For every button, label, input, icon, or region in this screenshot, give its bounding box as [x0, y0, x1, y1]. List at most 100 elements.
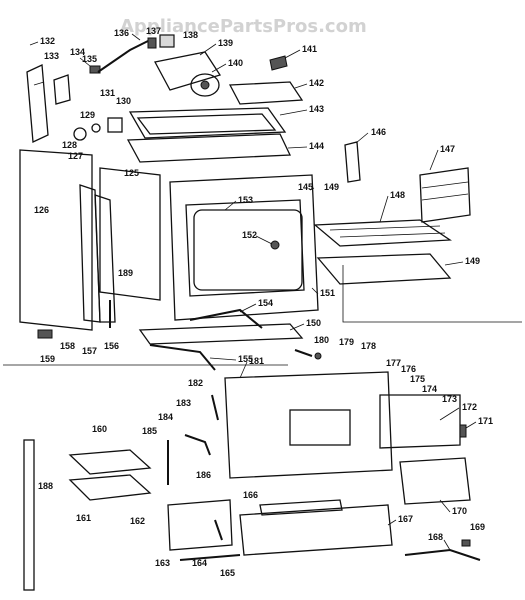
callout-184: 184 — [158, 412, 173, 422]
callout-149-pan: 149 — [465, 256, 480, 266]
slide-169 — [461, 539, 471, 547]
door-glass-175-172 — [379, 394, 461, 449]
callout-136: 136 — [114, 28, 129, 38]
callout-176: 176 — [401, 364, 416, 374]
leg-188 — [23, 439, 35, 591]
callout-131: 131 — [100, 88, 115, 98]
drawer-front-167 — [239, 504, 393, 556]
callout-144: 144 — [309, 141, 324, 151]
kick-plate-155 — [149, 344, 216, 371]
callout-133: 133 — [44, 51, 59, 61]
knob-179 — [314, 352, 322, 360]
hinge-180 — [294, 349, 313, 357]
callout-141: 141 — [302, 44, 317, 54]
callout-182: 182 — [188, 378, 203, 388]
callout-164: 164 — [192, 558, 207, 568]
window-170 — [399, 457, 471, 505]
callout-143: 143 — [309, 104, 324, 114]
callout-132: 132 — [40, 36, 55, 46]
callout-156: 156 — [104, 341, 119, 351]
leg-leveler-159 — [37, 329, 53, 339]
callout-186: 186 — [196, 470, 211, 480]
callout-150: 150 — [306, 318, 321, 328]
callout-163: 163 — [155, 558, 170, 568]
callout-140: 140 — [228, 58, 243, 68]
side-panel-126 — [19, 149, 93, 331]
bracket-134 — [53, 74, 71, 105]
callout-165: 165 — [220, 568, 235, 578]
callout-155: 155 — [238, 354, 253, 364]
thermostat-140 — [190, 73, 220, 97]
callout-157: 157 — [82, 346, 97, 356]
insulation-125 — [99, 167, 161, 301]
callout-127: 127 — [68, 151, 83, 161]
callout-126: 126 — [34, 205, 49, 215]
drip-pan-160 — [68, 449, 152, 475]
callout-148: 148 — [390, 190, 405, 200]
oven-door-181 — [224, 371, 393, 479]
callout-179: 179 — [339, 337, 354, 347]
broil-pan-149 — [316, 253, 452, 285]
callout-149-liner: 149 — [324, 182, 339, 192]
callout-134: 134 — [70, 47, 85, 57]
callout-160: 160 — [92, 424, 107, 434]
leader-lines — [29, 33, 477, 551]
callout-171: 171 — [478, 416, 493, 426]
callout-145: 145 — [298, 182, 313, 192]
bake-element-154 — [189, 308, 263, 329]
rail-168 — [404, 548, 481, 561]
callout-185: 185 — [142, 426, 157, 436]
rod-163 — [179, 554, 241, 561]
callout-172: 172 — [462, 402, 477, 412]
callout-167: 167 — [398, 514, 413, 524]
callout-135: 135 — [82, 54, 97, 64]
callout-174: 174 — [422, 384, 437, 394]
callout-129: 129 — [80, 110, 95, 120]
callout-138: 138 — [183, 30, 198, 40]
drawer-162 — [167, 499, 233, 551]
callout-173: 173 — [442, 394, 457, 404]
bracket-146 — [344, 141, 361, 183]
bracket-130 — [107, 117, 123, 133]
clip-141 — [269, 55, 288, 71]
fitting-128-129 — [73, 123, 101, 141]
callout-162: 162 — [130, 516, 145, 526]
trim-157-158 — [79, 184, 116, 323]
callout-128: 128 — [62, 140, 77, 150]
callout-146: 146 — [371, 127, 386, 137]
callout-169: 169 — [470, 522, 485, 532]
burner-152 — [270, 240, 280, 250]
callout-142: 142 — [309, 78, 324, 88]
pan-150 — [138, 323, 304, 345]
rack-supports-147 — [419, 167, 471, 223]
callout-147: 147 — [440, 144, 455, 154]
callout-153: 153 — [238, 195, 253, 205]
callout-170: 170 — [452, 506, 467, 516]
wire-harness-136 — [97, 39, 151, 73]
callout-152: 152 — [242, 230, 257, 240]
callout-183: 183 — [176, 398, 191, 408]
guide-166 — [259, 499, 343, 516]
cooktop-143 — [128, 107, 287, 139]
callout-137: 137 — [146, 26, 161, 36]
callout-177: 177 — [386, 358, 401, 368]
back-panel-133 — [26, 64, 49, 143]
callout-130: 130 — [116, 96, 131, 106]
callout-158: 158 — [60, 341, 75, 351]
callout-189: 189 — [118, 268, 133, 278]
connector-137 — [147, 37, 157, 49]
callout-188: 188 — [38, 481, 53, 491]
oven-gasket-153 — [193, 209, 303, 291]
callout-125: 125 — [124, 168, 139, 178]
callout-175: 175 — [410, 374, 425, 384]
callout-161: 161 — [76, 513, 91, 523]
callout-181: 181 — [249, 356, 264, 366]
callout-178: 178 — [361, 341, 376, 351]
burner-box-144 — [126, 133, 292, 163]
callout-180: 180 — [314, 335, 329, 345]
oven-rack-148 — [313, 219, 452, 247]
watermark: AppliancePartsPros.com — [120, 16, 367, 37]
switch-138 — [159, 34, 175, 48]
